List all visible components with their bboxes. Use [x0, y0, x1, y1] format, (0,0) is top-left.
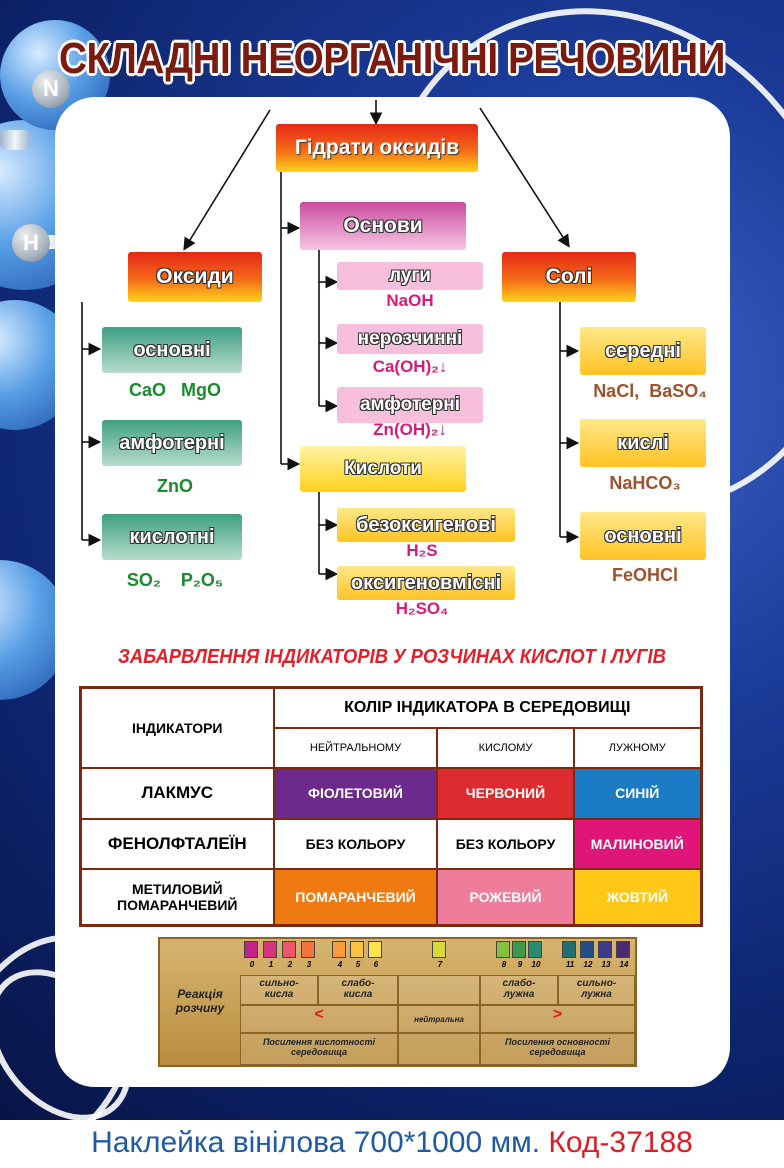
header-acidic: КИСЛОМУ — [436, 726, 575, 770]
ph-number: 0 — [249, 960, 255, 969]
phenolphthalein-alkaline: МАЛИНОВИЙ — [572, 817, 703, 871]
ph-swatch — [432, 941, 446, 958]
ph-number: 10 — [531, 960, 541, 969]
base-amphoteric-formula: Zn(OH)₂↓ — [373, 420, 447, 439]
node-bases: Основи — [300, 202, 466, 250]
row-phenolphthalein-name: ФЕНОЛФТАЛЕЇН — [79, 817, 275, 871]
ph-swatch — [263, 941, 277, 958]
ph-swatch — [282, 941, 296, 958]
ph-swatch — [598, 941, 612, 958]
ph-swatch — [496, 941, 510, 958]
litmus-alkaline: СИНІЙ — [572, 767, 703, 820]
oxide-acidic: кислотні — [102, 514, 242, 560]
nitrogen-atom-icon: N — [32, 70, 70, 108]
ph-group-weak-acid: слабо-кисла — [318, 975, 398, 1005]
ph-number: 4 — [337, 960, 343, 969]
ph-number: 7 — [437, 960, 443, 969]
salt-acidic-formula: NaHCO₃ — [609, 473, 681, 493]
ph-swatch — [528, 941, 542, 958]
ph-acid-arrow: < — [240, 1005, 398, 1033]
ph-number: 8 — [501, 960, 507, 969]
ph-acid-note: Посилення кислотності середовища — [240, 1033, 398, 1065]
acid-oxygen-containing: оксигеновмісні — [337, 566, 515, 600]
acid-oxygen-containing-formula: H₂SO₄ — [395, 599, 449, 618]
ph-number: 6 — [373, 960, 379, 969]
ph-swatch — [512, 941, 526, 958]
oxide-amphoteric-formula: ZnO — [157, 476, 193, 496]
ph-swatch — [368, 941, 382, 958]
indicators-title: ЗАБАРВЛЕННЯ ІНДИКАТОРІВ У РОЗЧИНАХ КИСЛО… — [118, 646, 666, 668]
ph-swatch — [580, 941, 594, 958]
ph-number: 13 — [601, 960, 611, 969]
methyl-orange-acidic: РОЖЕВИЙ — [436, 868, 575, 927]
methyl-orange-alkaline: ЖОВТИЙ — [572, 868, 703, 927]
phenolphthalein-acidic: БЕЗ КОЛЬОРУ — [436, 817, 575, 871]
ph-swatch — [332, 941, 346, 958]
ph-number: 12 — [583, 960, 593, 969]
litmus-acidic: ЧЕРВОНИЙ — [436, 767, 575, 820]
methyl-orange-neutral: ПОМАРАНЧЕВИЙ — [272, 868, 439, 927]
ph-neutral-label: нейтральна — [398, 1005, 480, 1033]
footer: Наклейка вінілова 700*1000 мм. Код-37188 — [0, 1126, 784, 1160]
salt-normal: середні — [580, 327, 706, 375]
header-neutral: НЕЙТРАЛЬНОМУ — [272, 726, 439, 770]
ph-group-weak-base: слабо-лужна — [480, 975, 558, 1005]
header-alkaline: ЛУЖНОМУ — [572, 726, 703, 770]
acid-oxygen-free: безоксигенові — [337, 508, 515, 542]
ph-number: 3 — [306, 960, 312, 969]
ph-number: 11 — [565, 960, 575, 969]
phenolphthalein-neutral: БЕЗ КОЛЬОРУ — [272, 817, 439, 871]
root-node-hydrates: Гідрати оксидів — [276, 124, 478, 172]
acid-oxygen-free-formula: H₂S — [406, 541, 438, 560]
node-acids: Кислоти — [300, 446, 466, 492]
ph-group-strong-base: сильно-лужна — [558, 975, 635, 1005]
hydrogen-atom-icon: H — [12, 224, 50, 262]
base-insoluble: нерозчинні — [337, 324, 483, 354]
poster: H N СКЛАДНІ НЕОРГАНІЧНІ РЕЧОВИНИ — [0, 0, 784, 1120]
page-title: СКЛАДНІ НЕОРГАНІЧНІ РЕЧОВИНИ — [58, 34, 726, 83]
ph-swatch — [562, 941, 576, 958]
base-amphoteric: амфотерні — [337, 387, 483, 423]
oxide-amphoteric: амфотерні — [102, 420, 242, 466]
ph-group-neutral — [398, 975, 480, 1005]
header-indicators: ІНДИКАТОРИ — [79, 686, 275, 770]
ph-number: 14 — [619, 960, 629, 969]
ph-swatch — [301, 941, 315, 958]
oxide-basic-formula: CaO MgO — [128, 380, 221, 400]
litmus-neutral: ФІОЛЕТОВИЙ — [272, 767, 439, 820]
salt-acidic: кислі — [580, 419, 706, 467]
ph-group-strong-acid: сильно-кисла — [240, 975, 318, 1005]
salt-basic-formula: FeOHCl — [611, 565, 678, 585]
header-color-group: КОЛІР ІНДИКАТОРА В СЕРЕДОВИЩІ — [272, 686, 703, 729]
ph-swatch — [244, 941, 258, 958]
bond-decor — [0, 130, 30, 150]
row-methyl-orange-name: МЕТИЛОВИЙ ПОМАРАНЧЕВИЙ — [79, 868, 275, 927]
ph-base-note: Посилення основності середовища — [480, 1033, 635, 1065]
ph-swatch — [616, 941, 630, 958]
ph-number: 2 — [287, 960, 293, 969]
base-insoluble-formula: Ca(OH)₂↓ — [372, 357, 448, 376]
row-litmus-name: ЛАКМУС — [79, 767, 275, 820]
salt-normal-formula: NaCl, BaSO₄ — [593, 381, 707, 401]
ph-number: 5 — [355, 960, 361, 969]
node-salts: Солі — [502, 252, 636, 302]
node-oxides: Оксиди — [128, 252, 262, 302]
oxide-basic: основні — [102, 327, 242, 373]
footer-code: Код-37188 — [548, 1126, 693, 1159]
salt-basic: основні — [580, 512, 706, 560]
ph-label: Реакція розчину — [175, 987, 225, 1015]
base-alkalis: луги — [337, 262, 483, 290]
ph-swatch — [350, 941, 364, 958]
ph-spacer — [398, 1033, 480, 1065]
diagram-connectors — [81, 100, 580, 581]
base-alkalis-formula: NaOH — [386, 291, 434, 310]
ph-number: 9 — [517, 960, 523, 969]
ph-base-arrow: > — [480, 1005, 635, 1033]
oxide-acidic-formula: SO₂ P₂O₅ — [126, 570, 224, 590]
indicators-table: ІНДИКАТОРИ КОЛІР ІНДИКАТОРА В СЕРЕДОВИЩІ… — [79, 686, 703, 927]
footer-text: Наклейка вінілова 700*1000 мм. — [91, 1126, 541, 1159]
ph-number: 1 — [268, 960, 274, 969]
